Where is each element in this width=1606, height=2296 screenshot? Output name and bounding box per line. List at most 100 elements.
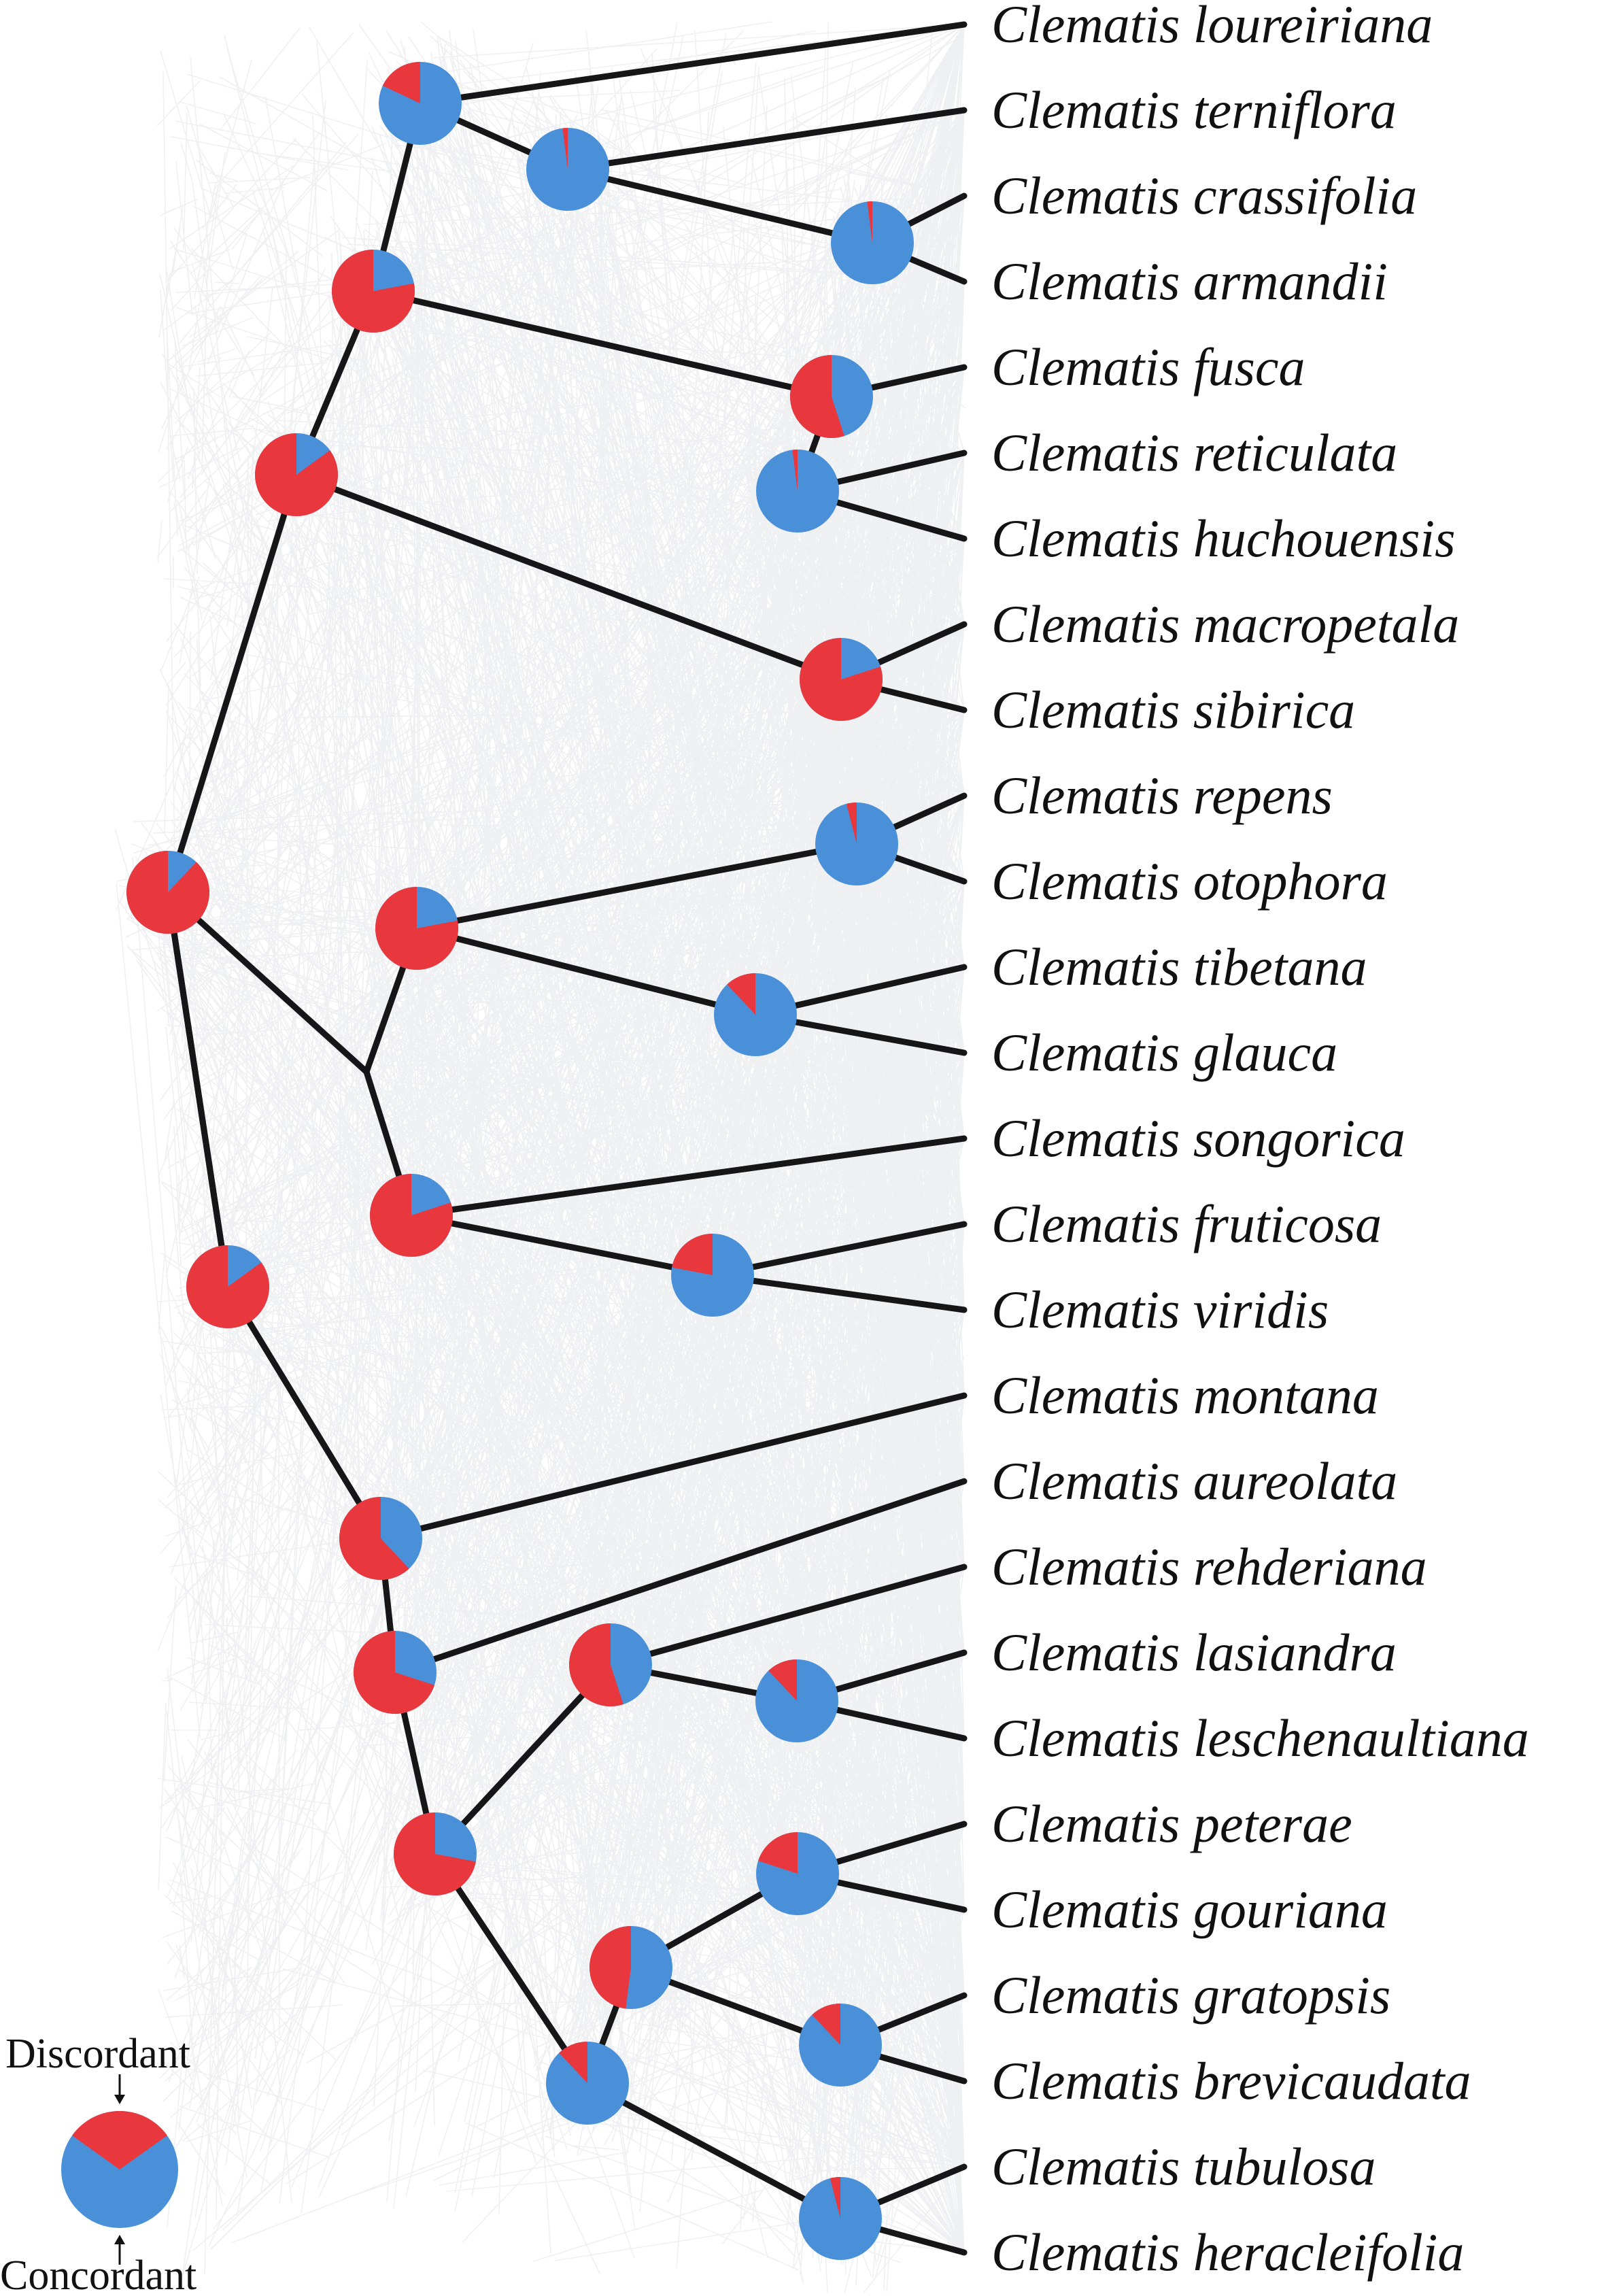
taxon-label-tibetana: Clematis tibetana	[991, 937, 1367, 996]
discordant-slice	[589, 1926, 631, 2009]
tree-branch	[165, 471, 300, 896]
discordant-slice	[757, 1832, 798, 1874]
node-pie-n_W	[799, 2003, 882, 2087]
discordant-slice	[792, 450, 798, 491]
discordant-slice	[789, 355, 844, 439]
taxon-label-reticulata: Clematis reticulata	[991, 423, 1397, 482]
taxon-label-glauca: Clematis glauca	[991, 1023, 1337, 1082]
taxon-label-sibirica: Clematis sibirica	[991, 680, 1355, 739]
tree-branch	[165, 889, 231, 1290]
taxon-label-armandii: Clematis armandii	[991, 252, 1388, 311]
legend-discordant-slice	[72, 2110, 167, 2170]
node-pie-n_J	[375, 887, 459, 970]
tree-branch	[564, 107, 968, 173]
node-pie-n_L	[714, 973, 797, 1056]
node-pie-charts	[126, 62, 914, 2260]
taxon-label-heracleifolia: Clematis heracleifolia	[991, 2223, 1464, 2282]
tree-branch	[432, 1851, 591, 2087]
tree-branch	[709, 1221, 968, 1279]
discordant-slice	[799, 638, 883, 721]
discordant-slice	[672, 1233, 713, 1275]
tree-branch	[224, 1283, 384, 1542]
taxon-label-fruticosa: Clematis fruticosa	[991, 1194, 1382, 1253]
taxon-label-fusca: Clematis fusca	[991, 337, 1305, 396]
discordant-slice	[568, 1623, 623, 1706]
discordant-slice	[382, 62, 420, 103]
legend: Discordant Concordant	[0, 2031, 197, 2296]
tree-branch	[392, 1478, 968, 1676]
discordant-slice	[332, 250, 415, 333]
node-pie-n_P	[353, 1631, 437, 1714]
taxon-label-loureiriana: Clematis loureiriana	[991, 0, 1433, 54]
discordant-slice	[254, 433, 338, 516]
discordant-slice	[353, 1631, 435, 1714]
discordant-slice	[394, 1812, 476, 1895]
taxon-label-aureolata: Clematis aureolata	[991, 1451, 1397, 1510]
discordant-slice	[559, 2042, 587, 2083]
node-pie-n_N	[671, 1233, 754, 1317]
discordant-slice	[186, 1245, 269, 1328]
node-pie-n_K	[815, 803, 898, 885]
taxon-label-otophora: Clematis otophora	[991, 851, 1388, 911]
taxon-label-viridis: Clematis viridis	[991, 1280, 1329, 1339]
node-pie-n_C	[332, 250, 415, 333]
node-pie-n_I	[799, 638, 883, 721]
legend-arrowhead-top	[114, 2095, 125, 2104]
taxon-labels: Clematis loureiriana Clematis terniflora…	[991, 0, 1529, 2282]
legend-concordant-label: Concordant	[0, 2252, 197, 2296]
node-pie-n_D	[379, 62, 462, 145]
tree-branch	[417, 21, 968, 107]
discordant-slice	[846, 803, 857, 844]
tree-branch	[408, 1212, 716, 1279]
tree-branch	[377, 1392, 968, 1542]
tree-branch	[584, 2080, 844, 2222]
node-pie-n_root	[186, 1245, 269, 1328]
tree-branch	[165, 889, 370, 1075]
taxon-label-repens: Clematis repens	[991, 766, 1333, 825]
taxon-label-leschenaultiana: Clematis leschenaultiana	[991, 1708, 1529, 1768]
legend-discordant-label: Discordant	[5, 2031, 190, 2077]
discordant-slice	[867, 201, 872, 243]
legend-pie-icon	[61, 2110, 178, 2228]
tree-branch	[432, 1661, 614, 1857]
taxon-label-brevicaudata: Clematis brevicaudata	[991, 2051, 1471, 2110]
node-pie-n_S	[755, 1659, 838, 1742]
legend-arrowhead-bottom	[114, 2235, 125, 2244]
discordant-slice	[369, 1174, 453, 1257]
taxon-label-crassifolia: Clematis crassifolia	[991, 166, 1417, 225]
node-pie-n_T	[546, 2042, 629, 2125]
taxon-label-terniflora: Clematis terniflora	[991, 80, 1397, 139]
node-pie-n_V	[756, 1832, 839, 1915]
tree-branch	[413, 925, 759, 1018]
taxon-label-macropetala: Clematis macropetala	[991, 594, 1459, 654]
taxon-label-lasiandra: Clematis lasiandra	[991, 1623, 1397, 1682]
taxon-label-peterae: Clematis peterae	[991, 1794, 1352, 1853]
taxon-label-rehderiana: Clematis rehderiana	[991, 1537, 1427, 1596]
node-pie-n_G	[789, 355, 873, 439]
tree-branch	[293, 471, 844, 683]
discordant-slice	[562, 128, 568, 169]
node-pie-n_X	[799, 2177, 882, 2260]
node-pie-n_R	[568, 1623, 652, 1706]
discordant-slice	[812, 2003, 840, 2045]
taxon-label-gratopsis: Clematis gratopsis	[991, 1965, 1390, 2025]
discordant-slice	[126, 851, 210, 934]
taxon-label-tubulosa: Clematis tubulosa	[991, 2137, 1376, 2196]
discordant-slice	[727, 973, 755, 1015]
node-pie-n_U	[589, 1926, 672, 2009]
node-pie-n_M	[369, 1174, 453, 1257]
node-pie-n_E	[526, 128, 609, 211]
taxon-label-songorica: Clematis songorica	[991, 1109, 1405, 1168]
discordant-slice	[830, 2177, 840, 2218]
node-pie-n_H	[756, 450, 839, 533]
tree-branch	[408, 1135, 968, 1219]
taxon-label-huchouensis: Clematis huchouensis	[991, 509, 1455, 568]
node-pie-n_B	[254, 433, 338, 516]
taxon-label-gouriana: Clematis gouriana	[991, 1880, 1388, 1939]
discordant-slice	[339, 1497, 409, 1580]
tree-branch	[564, 166, 876, 246]
node-pie-n_Q	[394, 1812, 477, 1895]
taxon-label-montana: Clematis montana	[991, 1366, 1379, 1425]
discordant-slice	[375, 887, 459, 970]
